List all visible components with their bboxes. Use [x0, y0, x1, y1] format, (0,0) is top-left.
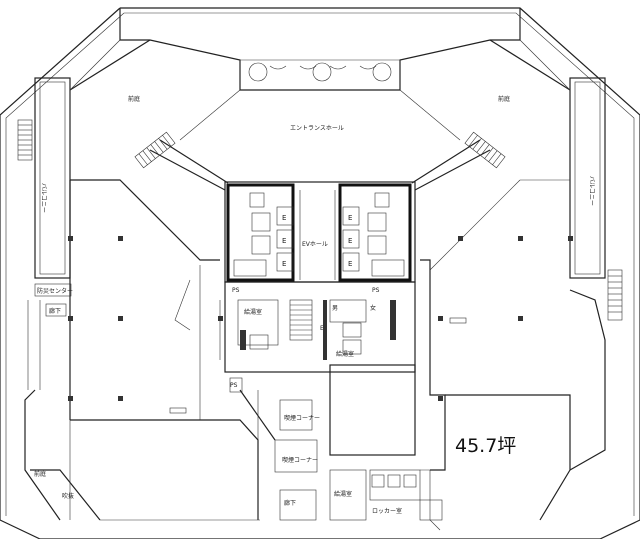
ps-left-label: PS	[232, 287, 240, 294]
ev-label-1: E	[282, 214, 286, 222]
right-office: 45.7坪	[420, 179, 606, 521]
wc-female-label: 女	[370, 304, 376, 312]
entrance-hall-label: エントランスホール	[290, 125, 344, 132]
smoking-label: 喫煙コーナー	[284, 414, 320, 422]
smoking-label-2: 喫煙コーナー	[282, 456, 318, 464]
ev-label-3: E	[282, 260, 286, 268]
diagonal-walls	[69, 39, 571, 191]
corridor-bottom-label: 廊下	[284, 499, 296, 507]
ps-bottom-label: PS	[230, 382, 238, 389]
central-core: E E E E E E EVホール	[224, 181, 416, 283]
ev-label-6: E	[348, 260, 352, 268]
pit-small-label: 前庭	[34, 470, 46, 478]
central-lower: 喫煙コーナー 喫煙コーナー 廊下 給湯室 ロッカー室	[239, 364, 443, 521]
wc-male-label: 男	[332, 305, 338, 312]
ev-label-5: E	[348, 237, 352, 245]
entrance-canopy	[240, 59, 400, 82]
elevator-6	[342, 252, 360, 272]
ev-small-label: E	[320, 325, 324, 332]
ps-right-label: PS	[372, 287, 380, 294]
tearoom-label-left: 給湯室	[244, 308, 262, 316]
balcony-left-label: バルコニー	[40, 183, 47, 213]
pit-right-label: 前庭	[498, 95, 510, 103]
left-office-walls: 防災センター 廊下 前庭 吹抜	[24, 179, 223, 521]
lower-core: PS PS 給湯室 E 男 女 給湯室	[224, 281, 416, 373]
tearoom-bottom-label: 給湯室	[334, 490, 352, 498]
pit-left-label: 前庭	[128, 95, 140, 103]
tearoom-label-right: 給湯室	[336, 350, 354, 358]
right-balcony: バルコニー	[519, 39, 623, 321]
corridor-left-label: 廊下	[49, 307, 61, 315]
locker-label: ロッカー室	[372, 507, 402, 515]
area-label: 45.7坪	[455, 435, 516, 457]
ev-label-2: E	[282, 237, 286, 245]
left-balcony: バルコニー	[17, 39, 121, 279]
elevator-4	[342, 206, 360, 226]
outer-wall	[0, 7, 640, 539]
elevator-3	[276, 252, 294, 272]
ev-label-4: E	[348, 214, 352, 222]
left-lower-details: PS	[69, 300, 259, 520]
elevator-5	[342, 229, 360, 249]
ev-hall-label: EVホール	[302, 241, 328, 248]
elevator-2	[276, 229, 294, 249]
shelf-label: 吹抜	[62, 492, 74, 500]
elevator-1	[276, 206, 294, 226]
disaster-center-label: 防災センター	[37, 287, 73, 295]
balcony-right-label: バルコニー	[588, 176, 595, 206]
